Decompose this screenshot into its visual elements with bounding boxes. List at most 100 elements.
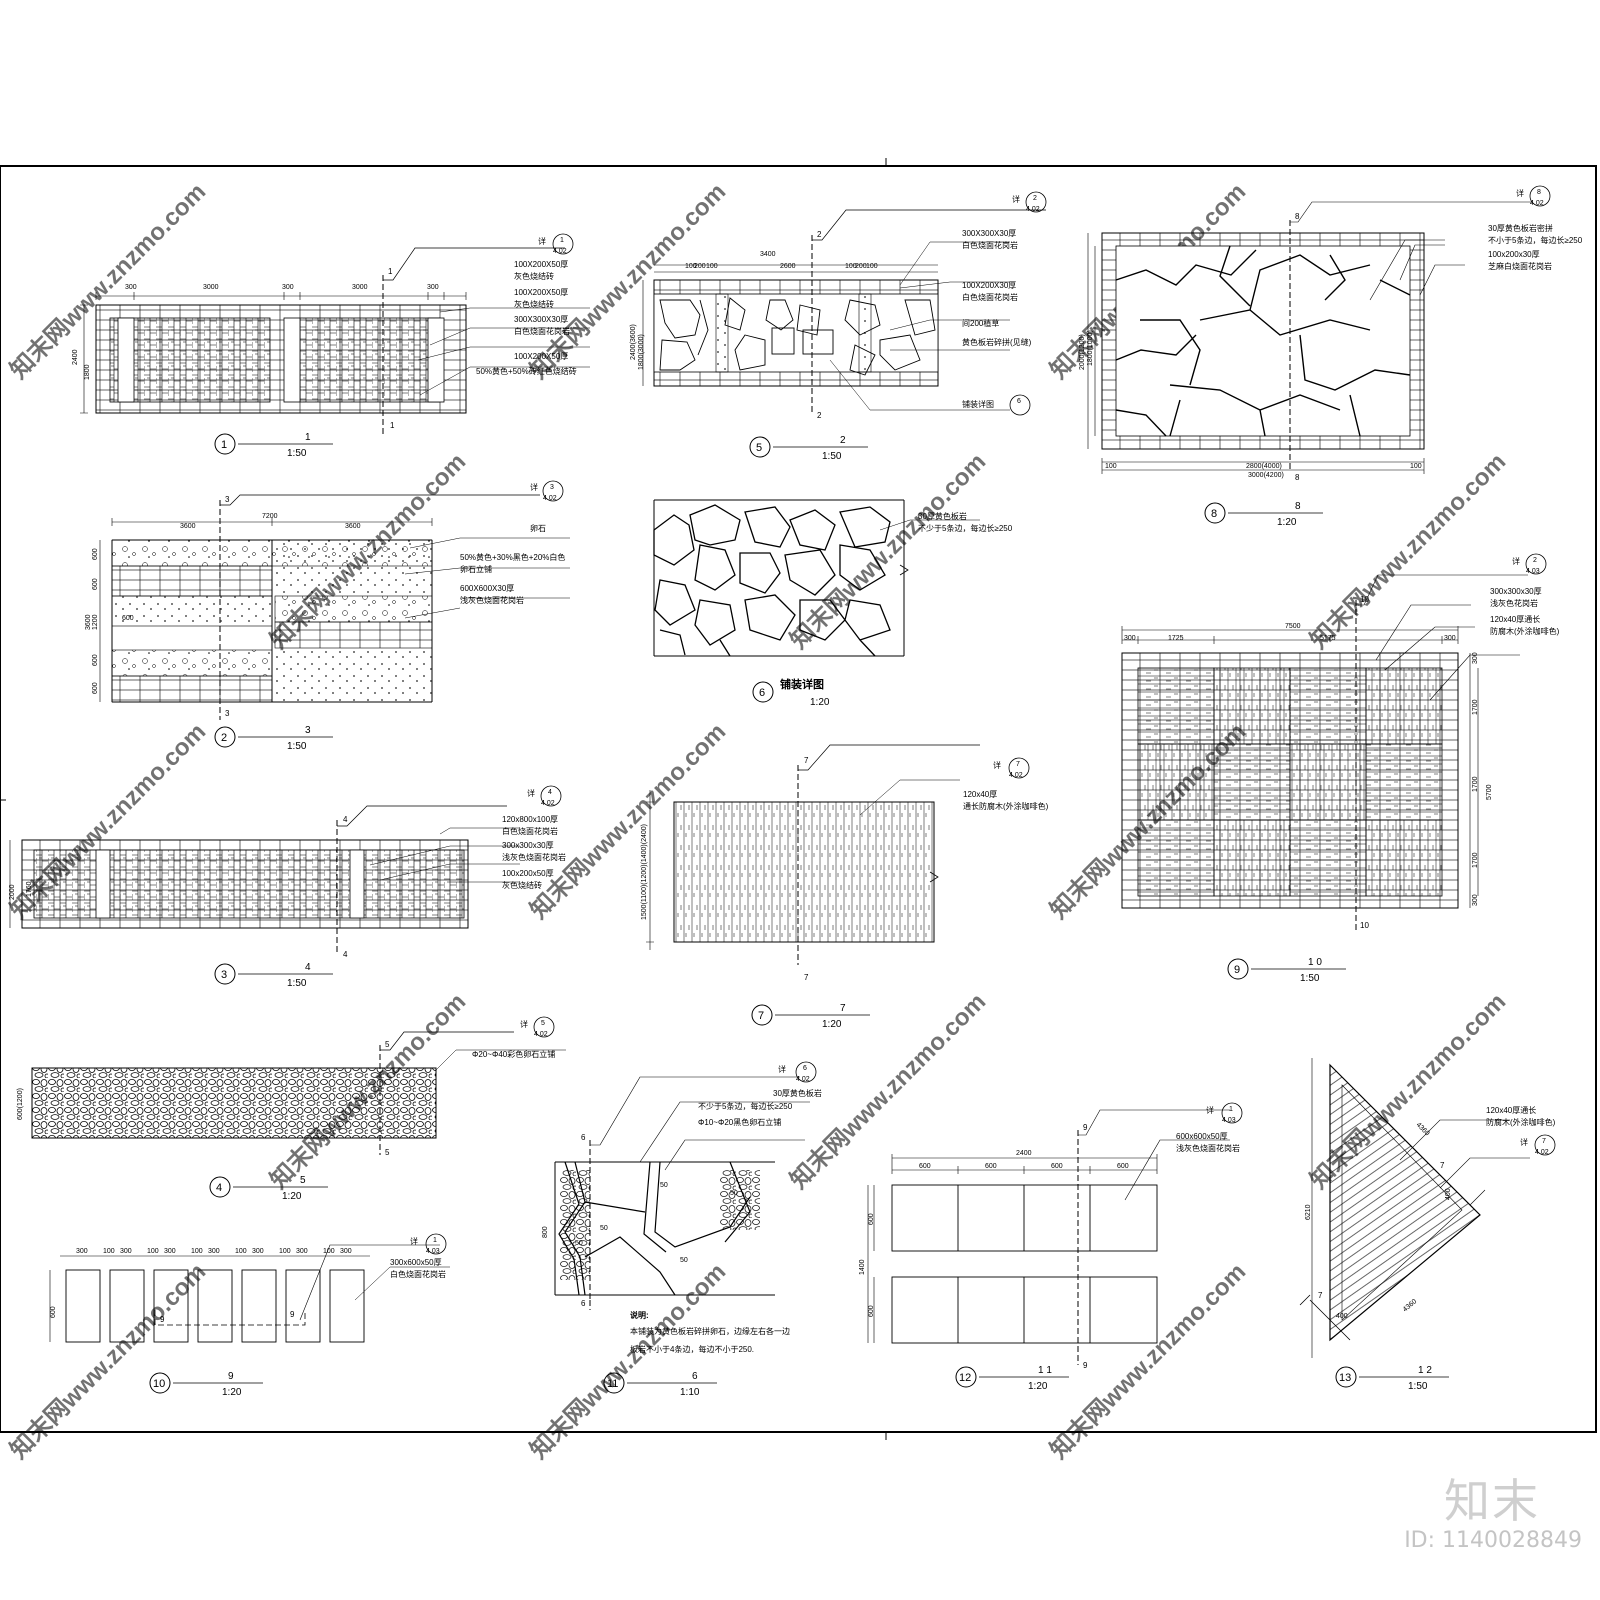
detail-10-no: 10 [153, 1378, 165, 1390]
note-1-4: 300X300X30厚 [514, 315, 568, 324]
note-5-5: 黄色板岩碎拼(见缝) [962, 337, 1032, 347]
dim-12-s1: 600 [868, 1213, 875, 1225]
note-1-1: 灰色烧结砖 [514, 271, 554, 281]
detail-1: 300 3000 300 3000 300 2400 1800 1 1 详 1 … [72, 233, 590, 459]
note-5-3: 白色烧面花岗岩 [962, 292, 1018, 302]
detail-7: 1500(1100)(1200)(1400)(2400) 7 7 详 7 4.0… [641, 744, 1049, 1030]
note-11-0: 30厚黄色板岩 [773, 1088, 822, 1098]
dim-1-d: 3000 [352, 284, 368, 291]
note-8-2: 100x200x30厚 [1488, 250, 1540, 259]
note-3-0: 120x800x100厚 [502, 815, 558, 824]
detail-10-title: 9 [228, 1371, 234, 1382]
note-8-1: 不小于5条边，每边长≥250 [1488, 235, 1583, 245]
note-1-6: 100X200X50厚 [514, 352, 568, 361]
dim-5-side2: 1800(3000) [638, 334, 645, 370]
image-id: ID: 1140028849 [1404, 1528, 1582, 1553]
cut-1-bot: 1 [390, 421, 395, 430]
note-1-2: 100X200X50厚 [514, 288, 568, 297]
dim-9-b: 300 [1124, 635, 1136, 642]
detail-12: 2400 600 600 600 600 1400 600 600 9 9 详 … [859, 1102, 1243, 1392]
note-6-0: 30厚黄色板岩 [918, 511, 967, 521]
dim-5-h: 100 [866, 263, 878, 270]
dim-12-c: 600 [985, 1163, 997, 1170]
ref-3-label: 详 [527, 788, 535, 798]
detail-7-title: 7 [840, 1003, 846, 1014]
ref-1-no: 1 [560, 237, 564, 244]
dim-1-side: 2400 [72, 349, 79, 365]
note-9-1: 浅灰色花岗岩 [1490, 598, 1538, 608]
dim-1-c: 300 [282, 284, 294, 291]
ref-4-sheet: 4.02 [534, 1031, 548, 1038]
watermark-text: 知末网www.znzmo.com [5, 1258, 211, 1464]
ref-4-no: 5 [541, 1020, 545, 1027]
dim-9-d: 5175 [1320, 635, 1336, 642]
dim-10-top-11: 100 [323, 1248, 335, 1255]
cut-8-bot: 8 [1295, 473, 1300, 482]
detail-13: 6210 4360 4360 400 400 7 7 详 7 4.02 120x… [1299, 1058, 1556, 1392]
dim-12-e: 600 [1117, 1163, 1129, 1170]
dim-5-a: 3400 [760, 251, 776, 258]
ref-2-sheet: 4.02 [543, 495, 557, 502]
ref-7-label: 详 [993, 760, 1001, 770]
dim-9-s4: 1700 [1472, 852, 1479, 868]
dim-5-b: 100 [685, 263, 697, 270]
detail-6-title: 铺装详图 [780, 677, 824, 691]
note-13-1: 防腐木(外涂咖啡色) [1486, 1117, 1556, 1127]
detail-11-scale: 1:10 [680, 1387, 700, 1398]
detail-4-title: 5 [300, 1175, 306, 1186]
ref-13-sheet: 4.02 [1535, 1149, 1549, 1156]
detail-11-no: 11 [607, 1378, 618, 1390]
cut-1-top: 1 [388, 267, 393, 276]
ref-11-no: 6 [803, 1065, 807, 1072]
dim-2-side: 3600 [85, 614, 92, 630]
detail-11-title: 6 [692, 1371, 698, 1382]
detail-5-no: 5 [756, 442, 762, 454]
note-3-1: 白色烧面花岗岩 [502, 826, 558, 836]
brand-logo: 知末 [1444, 1474, 1540, 1528]
note-2-1: 50%黄色+30%黑色+20%白色 [460, 552, 565, 562]
explain-11-0: 本铺装为黄色板岩碎拼卵石，边缘左右各一边 [630, 1326, 790, 1336]
dim-4-side: 600(1200) [17, 1088, 24, 1120]
note-4-0: Φ20~Φ40彩色卵石立铺 [472, 1049, 555, 1059]
note-11-2: Φ10~Φ20黑色卵石立铺 [698, 1117, 781, 1127]
dim-1-b: 3000 [203, 284, 219, 291]
note-5-0: 300X300X30厚 [962, 229, 1016, 238]
ref-1-sheet: 4.02 [553, 248, 567, 255]
cut-10-b: 9 [290, 1310, 295, 1319]
note-12-1: 浅灰色烧面花岗岩 [1176, 1143, 1240, 1153]
note-2-4: 浅灰色烧面花岗岩 [460, 595, 524, 605]
detail-11: 800 50 50 50 50 50 6 6 详 6 4.02 30厚黄色板岩 … [542, 1061, 822, 1398]
cut-13-b: 7 [1318, 1291, 1323, 1300]
ref-10-sheet: 4.03 [426, 1248, 440, 1255]
ref-5-sheet: 4.02 [1026, 206, 1040, 213]
dim-9-a: 7500 [1285, 623, 1301, 630]
ref-3-sheet: 4.02 [541, 800, 555, 807]
ref-12-sheet: 4.03 [1222, 1117, 1236, 1124]
dim-11-side: 800 [542, 1226, 549, 1238]
detail-3-no: 3 [221, 969, 227, 981]
dim-5-g: 200 [855, 263, 867, 270]
detail-2-title: 3 [305, 725, 311, 736]
ref-11-label: 详 [778, 1064, 786, 1074]
note-3-4: 100x200x50厚 [502, 869, 554, 878]
dim-2-c: 3600 [345, 523, 361, 530]
note-1-5: 白色烧面花岗岩 [514, 326, 570, 336]
sheet-border [0, 165, 1597, 1433]
detail-7-no: 7 [758, 1010, 764, 1022]
dim-8-b: 2800(4000) [1246, 463, 1282, 470]
note-9-3: 防腐木(外涂咖啡色) [1490, 626, 1560, 636]
dim-10-top-9: 100 [279, 1248, 291, 1255]
dim-5-c: 200 [694, 263, 706, 270]
detail-4-no: 4 [216, 1182, 222, 1194]
cut-10-a: 9 [160, 1315, 165, 1324]
cut-13-a: 7 [1440, 1161, 1445, 1170]
dim-10-top-1: 100 [103, 1248, 115, 1255]
dim-2-a: 7200 [262, 513, 278, 520]
cut-11-bot: 6 [581, 1299, 586, 1308]
detail-13-no: 13 [1339, 1372, 1351, 1384]
cut-3-bot: 4 [343, 950, 348, 959]
dim-5-d: 100 [706, 263, 718, 270]
cut-5-bot: 2 [817, 411, 822, 420]
watermark-text: 知末网www.znzmo.com [1045, 1258, 1251, 1464]
cut-2-bot: 3 [225, 709, 230, 718]
